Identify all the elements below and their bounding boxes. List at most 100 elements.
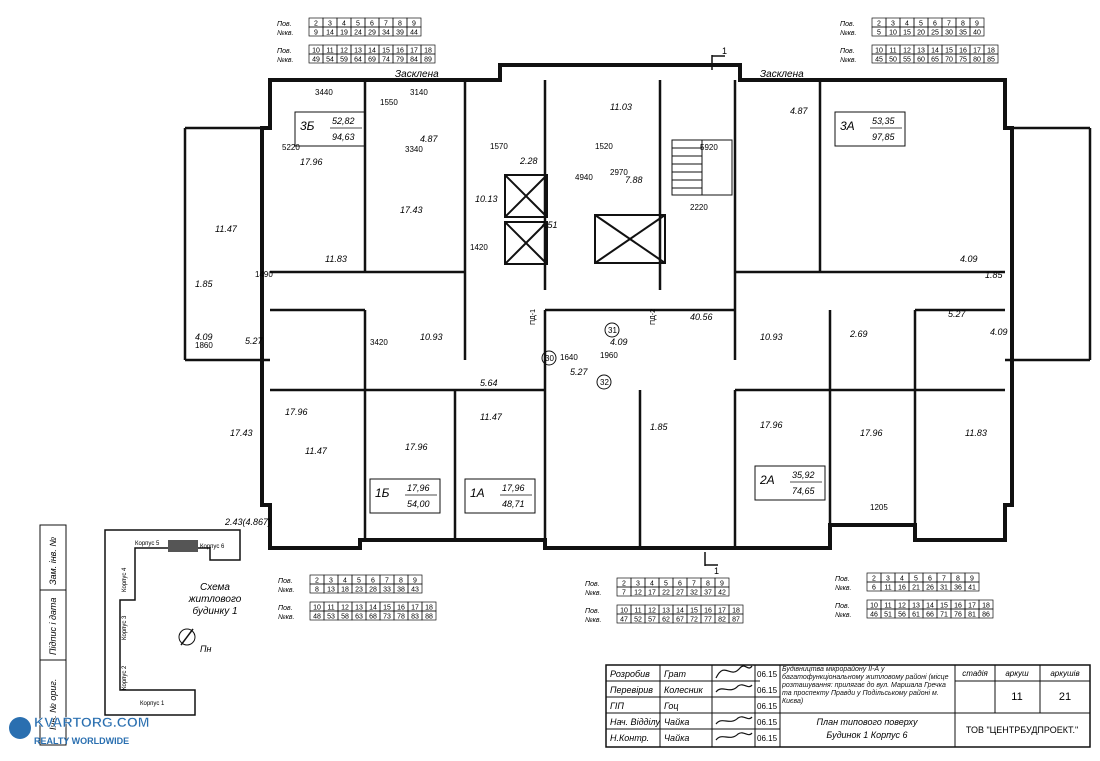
floor-table-cell: 54 bbox=[326, 57, 334, 64]
floor-table-cell: 37 bbox=[704, 590, 712, 597]
floor-table-cell: 14 bbox=[368, 48, 376, 55]
floor-table-cell: 57 bbox=[648, 617, 656, 624]
floor-table-cell: 60 bbox=[917, 57, 925, 64]
floor-table-cell: 3 bbox=[328, 21, 332, 28]
floor-table-cell: 14 bbox=[926, 603, 934, 610]
side-inv-orig: Інв. № ориг. bbox=[48, 679, 58, 730]
area-label: 4.09 bbox=[610, 337, 628, 347]
floor-table-row-label: Пов. bbox=[585, 608, 600, 615]
floor-table-row-label: Пов. bbox=[278, 605, 293, 612]
floor-table-cell: 35 bbox=[959, 30, 967, 37]
area-label: 11.47 bbox=[305, 446, 328, 456]
floor-table-cell: 13 bbox=[355, 605, 363, 612]
dimension-label: 1490 bbox=[255, 270, 273, 279]
floor-table-row-label: №кв. bbox=[835, 585, 852, 592]
floor-table-cell: 27 bbox=[676, 590, 684, 597]
tb-name-0: Грат bbox=[664, 669, 687, 679]
floor-table-cell: 25 bbox=[931, 30, 939, 37]
tb-date-2: 06.15 bbox=[757, 702, 778, 711]
tb-sheet-label: аркуш bbox=[1005, 669, 1029, 678]
floor-table-row-label: №кв. bbox=[278, 587, 295, 594]
floor-table-cell: 88 bbox=[425, 614, 433, 621]
floor-table-cell: 15 bbox=[690, 608, 698, 615]
tb-role-0: Розробив bbox=[610, 669, 650, 679]
floor-table-cell: 14 bbox=[369, 605, 377, 612]
apartment-living-4: 35,92 bbox=[792, 470, 815, 480]
floor-table-cell: 11 bbox=[884, 603, 891, 610]
tb-stage-label: стадія bbox=[962, 669, 988, 678]
floor-table-row-label: №кв. bbox=[840, 30, 857, 37]
floor-table-row-label: Пов. bbox=[835, 603, 850, 610]
tb-sheet-title-1: План типового поверху bbox=[816, 717, 918, 727]
floor-table-cell: 16 bbox=[397, 605, 405, 612]
title-block-text: Розробив Перевірив ГІП Нач. Відділу Н.Ко… bbox=[610, 665, 1080, 743]
apartment-total-1: 97,85 bbox=[872, 132, 896, 142]
apartment-code-0: 3Б bbox=[300, 119, 315, 133]
section-mark-top: 1 bbox=[722, 46, 727, 56]
area-label: 5.64 bbox=[480, 378, 498, 388]
apartment-total-4: 74,65 bbox=[792, 486, 816, 496]
floor-table-cell: 33 bbox=[383, 587, 391, 594]
floor-table-row-label: №кв. bbox=[278, 614, 295, 621]
floor-table-cell: 40 bbox=[973, 30, 981, 37]
area-label: 17.43 bbox=[400, 205, 423, 215]
floor-table-row-label: №кв. bbox=[835, 612, 852, 619]
scheme-title-1: Схема bbox=[200, 582, 230, 593]
floor-table-cell: 31 bbox=[940, 585, 948, 592]
floor-table-cell: 5 bbox=[877, 30, 881, 37]
floor-table-cell: 87 bbox=[732, 617, 740, 624]
area-label: 10.13 bbox=[475, 194, 498, 204]
partitions bbox=[183, 80, 1092, 548]
apartment-box-4 bbox=[754, 465, 826, 501]
floor-table-cell: 4 bbox=[343, 578, 347, 585]
floor-table-cell: 32 bbox=[690, 590, 698, 597]
floor-table-cell: 63 bbox=[355, 614, 363, 621]
floor-table-cell: 22 bbox=[662, 590, 670, 597]
signature-3 bbox=[715, 716, 753, 725]
floor-table-cell: 10 bbox=[889, 30, 897, 37]
area-label: 7.51 bbox=[540, 220, 558, 230]
shaft-label: ПД-1 bbox=[530, 309, 537, 325]
room-number-circle bbox=[596, 374, 612, 390]
area-label: 17.43 bbox=[230, 428, 253, 438]
scheme-title-3: будинку 1 bbox=[192, 605, 237, 617]
floor-table-cell: 12 bbox=[903, 48, 911, 55]
floor-table-cell: 9 bbox=[970, 576, 974, 583]
watermark: KVARTORG.COM REALTY WORLDWIDE bbox=[9, 714, 150, 746]
floor-table-cell: 84 bbox=[410, 57, 418, 64]
floor-table-cell: 12 bbox=[340, 48, 348, 55]
floor-table-cell: 24 bbox=[354, 30, 362, 37]
floor-table-cell: 9 bbox=[720, 581, 724, 588]
floor-table-cell: 64 bbox=[354, 57, 362, 64]
floor-table-cell: 14 bbox=[931, 48, 939, 55]
floor-table-cell: 4 bbox=[900, 576, 904, 583]
north-arrow-icon bbox=[178, 628, 196, 646]
floor-table-cell: 10 bbox=[870, 603, 878, 610]
floor-table-row-label: Пов. bbox=[840, 21, 855, 28]
floor-table-cell: 11 bbox=[634, 608, 641, 615]
floor-table-cell: 15 bbox=[382, 48, 390, 55]
floor-table-cell: 3 bbox=[636, 581, 640, 588]
floor-table-cell: 85 bbox=[987, 57, 995, 64]
glazed-label-right: Засклена bbox=[760, 69, 804, 80]
tb-sheets-total: 21 bbox=[1059, 691, 1071, 703]
floor-table-cell: 11 bbox=[889, 48, 896, 55]
floor-table-cell: 38 bbox=[397, 587, 405, 594]
tb-sheet-no: 11 bbox=[1011, 691, 1022, 703]
room-number: 30 bbox=[545, 354, 554, 363]
shaft-label: ПД-2 bbox=[650, 309, 657, 325]
area-label: 4.09 bbox=[960, 254, 978, 264]
floor-table-cell: 2 bbox=[622, 581, 626, 588]
floor-table-cell: 10 bbox=[620, 608, 628, 615]
floor-table-cell: 7 bbox=[942, 576, 946, 583]
floor-table-row-label: №кв. bbox=[585, 590, 602, 597]
section-mark-bottom: 1 bbox=[714, 566, 719, 576]
floor-table-cell: 17 bbox=[718, 608, 726, 615]
floor-table-cell: 15 bbox=[383, 605, 391, 612]
floor-table-cell: 11 bbox=[327, 605, 334, 612]
apartment-box-0 bbox=[294, 111, 366, 147]
